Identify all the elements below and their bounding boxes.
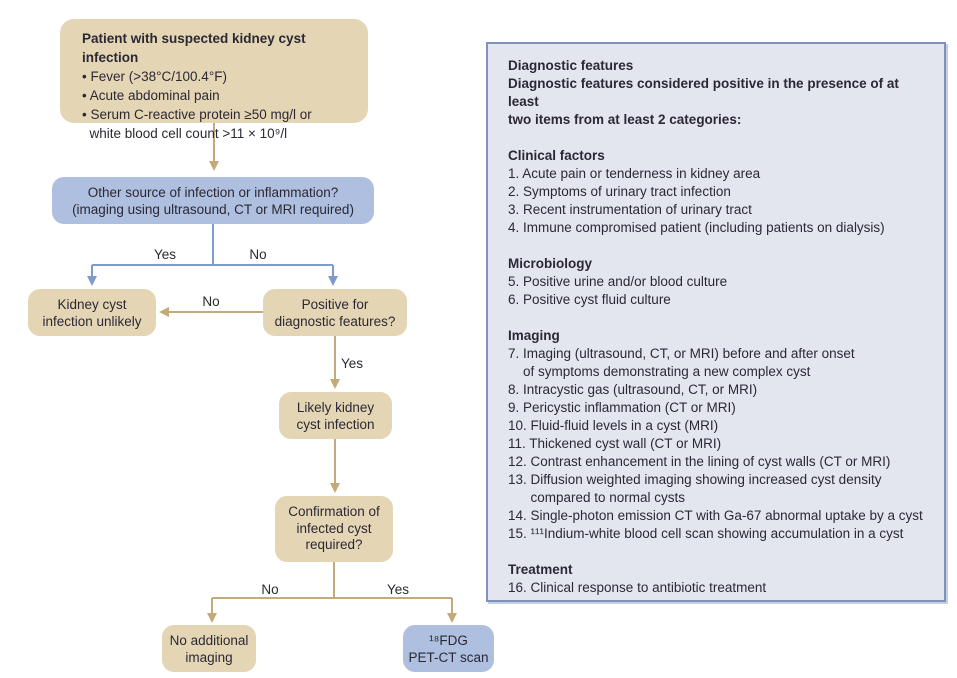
node-no-additional-imaging: No additional imaging	[162, 625, 256, 672]
node-other-source-decision: Other source of infection or inflammatio…	[52, 177, 374, 224]
edge-label-positive-no: No	[202, 294, 220, 309]
panel-section-imaging: Imaging 7. Imaging (ultrasound, CT, or M…	[508, 327, 930, 543]
panel-item: 5. Positive urine and/or blood culture	[508, 274, 728, 289]
edge-label-positive-yes: Yes	[341, 356, 364, 371]
panel-item-list: 16. Clinical response to antibiotic trea…	[508, 579, 930, 597]
panel-item: 4. Immune compromised patient (including…	[508, 220, 885, 235]
panel-item: 3. Recent instrumentation of urinary tra…	[508, 202, 752, 217]
panel-item: 10. Fluid-fluid levels in a cyst (MRI)	[508, 418, 719, 433]
panel-heading: Treatment	[508, 562, 573, 577]
panel-item: 7. Imaging (ultrasound, CT, or MRI) befo…	[508, 346, 855, 379]
node-patient-title: Patient with suspected kidney cyst infec…	[82, 31, 306, 65]
node-confirmation-decision: Confirmation of infected cyst required?	[275, 496, 393, 562]
panel-item: 15. ¹¹¹Indium-white blood cell scan show…	[508, 526, 904, 541]
panel-item-list: 5. Positive urine and/or blood culture 6.…	[508, 273, 930, 309]
node-patient-bullet: • Serum C-reactive protein ≥50 mg/l or w…	[82, 107, 312, 141]
panel-section-microbiology: Microbiology 5. Positive urine and/or bl…	[508, 255, 930, 309]
node-patient-suspected: Patient with suspected kidney cyst infec…	[60, 19, 368, 141]
edge-label-confirm-no: No	[261, 582, 279, 597]
panel-item: 8. Intracystic gas (ultrasound, CT, or M…	[508, 382, 758, 397]
node-positive-features-decision: Positive for diagnostic features?	[263, 289, 407, 336]
edge-label-decision-yes: Yes	[153, 247, 177, 262]
node-infection-unlikely: Kidney cyst infection unlikely	[28, 289, 156, 336]
panel-item-list: 7. Imaging (ultrasound, CT, or MRI) befo…	[508, 345, 930, 543]
panel-item: 9. Pericystic inflammation (CT or MRI)	[508, 400, 736, 415]
panel-heading: Imaging	[508, 328, 560, 343]
panel-item: 13. Diffusion weighted imaging showing i…	[508, 472, 882, 505]
panel-item: 1. Acute pain or tenderness in kidney ar…	[508, 166, 761, 181]
panel-intro: Diagnostic features considered positive …	[508, 76, 899, 127]
node-patient-bullets: • Fever (>38°C/100.4°F) • Acute abdominal…	[82, 67, 312, 143]
edge-label-confirm-yes: Yes	[386, 582, 410, 597]
panel-item-list: 1. Acute pain or tenderness in kidney ar…	[508, 165, 930, 237]
panel-heading: Clinical factors	[508, 148, 605, 163]
panel-section-treatment: Treatment 16. Clinical response to antib…	[508, 561, 930, 597]
node-likely-infection: Likely kidney cyst infection	[279, 392, 392, 439]
panel-item: 6. Positive cyst fluid culture	[508, 292, 671, 307]
panel-item: 12. Contrast enhancement in the lining o…	[508, 454, 891, 469]
panel-item: 11. Thickened cyst wall (CT or MRI)	[508, 436, 722, 451]
node-patient-bullet: • Acute abdominal pain	[82, 88, 220, 103]
panel-heading: Microbiology	[508, 256, 592, 271]
diagnostic-features-panel: Diagnostic features Diagnostic features …	[486, 42, 946, 602]
edge-label-decision-no: No	[249, 247, 267, 262]
node-fdg-petct-scan: ¹⁸FDG PET-CT scan	[403, 625, 494, 672]
panel-section-clinical-factors: Clinical factors 1. Acute pain or tender…	[508, 147, 930, 237]
node-patient-bullet: • Fever (>38°C/100.4°F)	[82, 69, 227, 84]
panel-item: 2. Symptoms of urinary tract infection	[508, 184, 731, 199]
panel-item: 14. Single-photon emission CT with Ga-67…	[508, 508, 923, 523]
panel-title: Diagnostic features	[508, 58, 634, 73]
panel-item: 16. Clinical response to antibiotic trea…	[508, 580, 767, 595]
